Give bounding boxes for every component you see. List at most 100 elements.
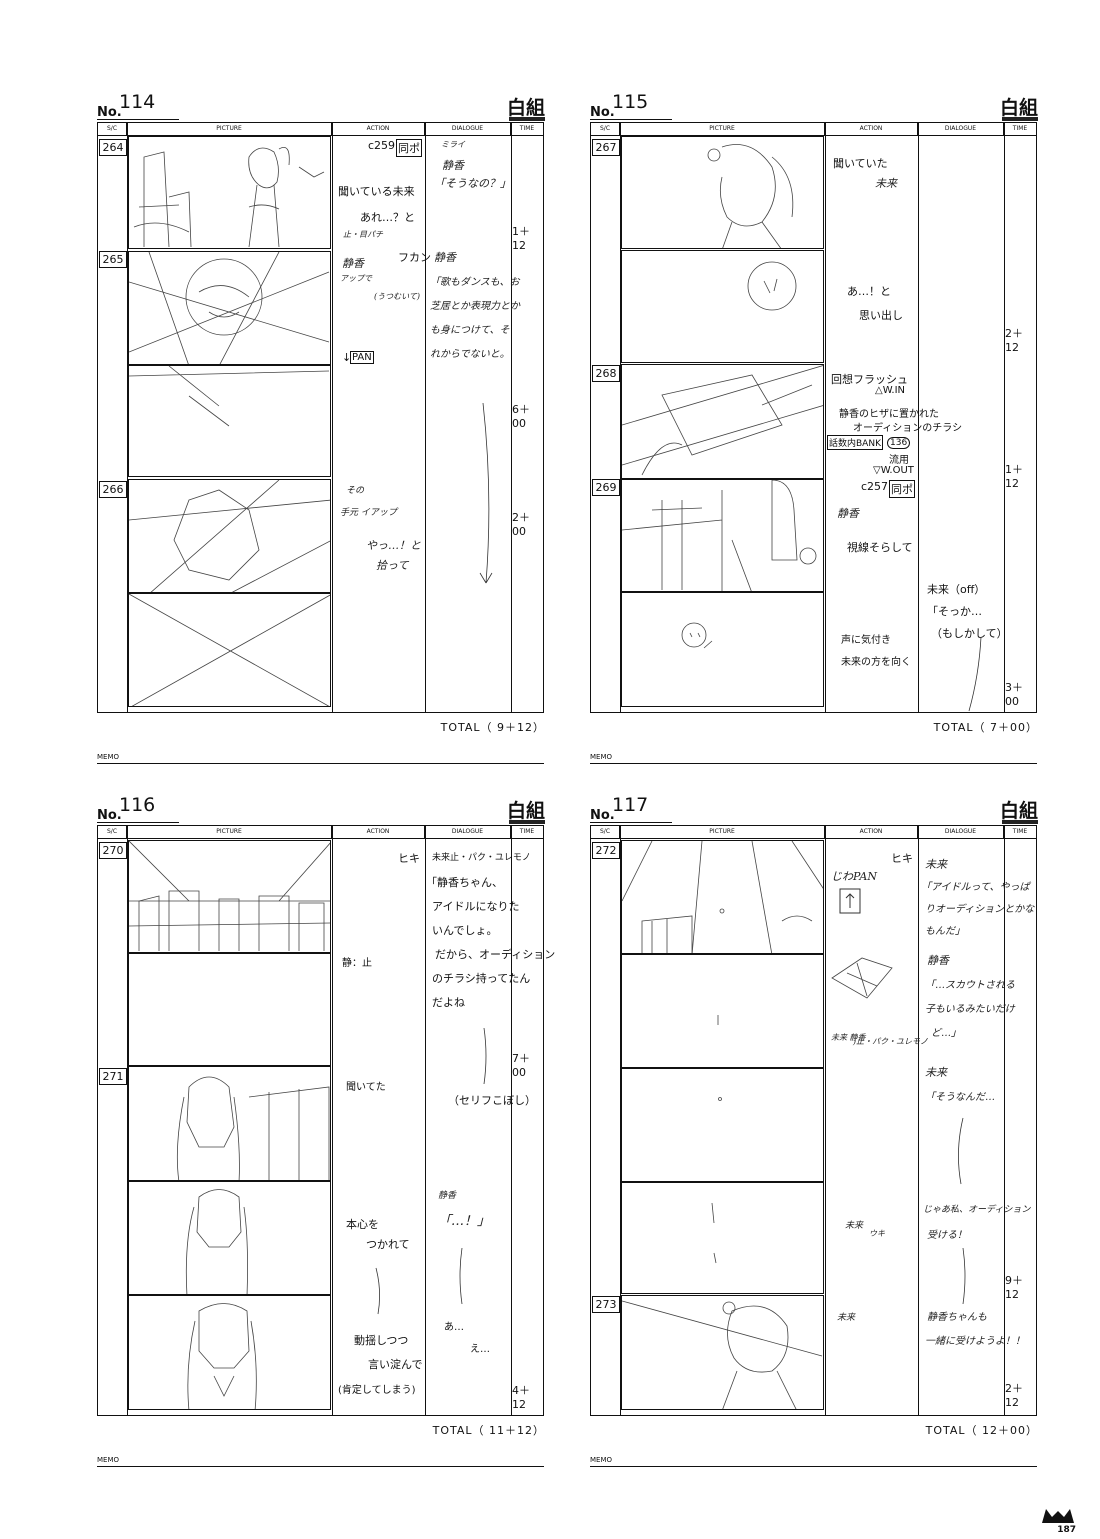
picture-frame [128, 1295, 331, 1410]
divider [620, 826, 621, 1415]
action-text: 動揺しつつ [354, 1334, 409, 1347]
continuation-mark [479, 402, 493, 584]
cut-time: 9＋12 [1005, 1274, 1023, 1301]
picture-frame [128, 251, 331, 365]
logo-bar [509, 117, 545, 121]
picture-frame [128, 953, 331, 1066]
dialogue-line: 子もいるみたいだけ [925, 1004, 1015, 1015]
col-action: ACTION [332, 123, 425, 135]
cut-time: 1＋12 [1005, 463, 1023, 490]
pan-direction-icon [839, 888, 861, 914]
sheet-total: TOTAL（ 9＋12） [440, 721, 545, 734]
col-time: TIME [519, 125, 535, 132]
dialogue-line: 芝居とか表現力とか [430, 301, 520, 312]
storyboard-sheet-115: No. 115 白組 S/C PICTURE ACTION DIALOGUE T… [590, 91, 1042, 795]
action-text: c259 [368, 139, 396, 152]
continuation-mark [958, 1117, 964, 1185]
dialogue-line: 「…！」 [438, 1214, 491, 1229]
dialogue-note: ミライ [441, 140, 465, 149]
dialogue-line: れからでないと。 [430, 349, 510, 360]
storyboard-sheet-114: No. 114 白組 S/C PICTURE ACTION DIALOGUE T… [97, 91, 549, 795]
cut-number: 265 [99, 251, 127, 268]
cut-time: 6＋00 [512, 403, 530, 430]
cut-number: 268 [592, 365, 620, 382]
picture-frame [128, 1181, 331, 1295]
dialogue-line: 受ける！ [927, 1230, 967, 1241]
action-tag: 話数内BANK [827, 435, 883, 450]
cut-number: 266 [99, 481, 127, 498]
action-note: 手元 イアップ [340, 508, 397, 518]
sketch-hand [129, 480, 330, 592]
action-text: 未来の方を向く [841, 657, 911, 668]
storyboard-sheet-116: No. 116 白組 S/C PICTURE ACTION DIALOGUE T… [97, 794, 555, 1498]
dialogue-line: もんだ」 [925, 926, 965, 937]
sketch-street-high [622, 841, 823, 953]
storyboard-table: S/C PICTURE ACTION DIALOGUE TIME 272 273 [590, 825, 1037, 1416]
memo-label: MEMO [590, 753, 613, 761]
action-note: じわPAN [831, 870, 877, 883]
action-note: 拾って [376, 559, 409, 572]
picture-frame [621, 479, 824, 592]
dialogue-speaker: 未来（off） [927, 583, 986, 596]
col-dialogue: DIALOGUE [425, 826, 511, 838]
speaker-circle: 静香 [837, 507, 859, 520]
action-text: 流用 [889, 455, 909, 466]
divider [1004, 826, 1005, 1415]
number-underline [97, 119, 179, 120]
dialogue-line: 「静香ちゃん、 [426, 876, 503, 889]
publisher-logo-icon [1042, 1509, 1074, 1523]
speaker-circle: 静香 [342, 257, 364, 270]
action-text: △W.IN [875, 385, 906, 396]
action-note: (うつむいて) [374, 292, 421, 301]
action-text: (肯定してしまう) [338, 1385, 416, 1396]
no-label: No. [590, 808, 615, 823]
action-text: ↓ [342, 351, 352, 364]
sketch-shizuka-hesitating [187, 1303, 257, 1409]
sketch-two-figures [622, 480, 817, 591]
dialogue-note: （セリフこぼし） [448, 1094, 536, 1107]
sheet-number: 115 [612, 91, 649, 113]
col-time: TIME [519, 828, 535, 835]
action-text: 聞いていた [833, 157, 888, 170]
picture-frame [621, 136, 824, 249]
sheet-number: 117 [612, 794, 649, 816]
col-picture: PICTURE [127, 123, 332, 135]
cut-time: 2＋12 [1005, 1382, 1023, 1409]
speaker-circle: 静香 [927, 954, 949, 967]
page-number: 187 [1057, 1525, 1076, 1535]
action-text: 静：止 [342, 958, 372, 969]
col-dialogue: DIALOGUE [425, 123, 511, 135]
col-sc: S/C [98, 826, 127, 838]
col-sc: S/C [591, 123, 620, 135]
storyboard-table: S/C PICTURE ACTION DIALOGUE TIME 270 271 [97, 825, 555, 1416]
no-label: No. [97, 808, 122, 823]
sheet-header: No. 116 白組 [97, 794, 549, 826]
action-text: ヒキ [398, 852, 420, 865]
sheet-header: No. 115 白組 [590, 91, 1042, 123]
col-dialogue: DIALOGUE [918, 826, 1004, 838]
header-rule [98, 838, 543, 839]
studio-logo: 白組 [999, 97, 1038, 119]
picture-frame [128, 1066, 331, 1181]
cut-number: 273 [592, 1296, 620, 1313]
cut-time: 4＋12 [512, 1384, 530, 1411]
action-note: 未来 [845, 1221, 864, 1231]
continuation-mark [483, 1027, 487, 1085]
action-text: 声に気付き [841, 635, 891, 646]
sketch-small-head [681, 622, 713, 649]
sheet-total: TOTAL（ 11＋12） [432, 1424, 545, 1437]
sketch-tiny-figure [718, 1097, 722, 1101]
dialogue-line: あ… [444, 1322, 464, 1333]
dialogue-line: のチラシ持ってたん [432, 972, 531, 985]
picture-frame [621, 364, 824, 479]
memo-line [97, 1466, 544, 1467]
dialogue-line: 「そっか… [927, 605, 982, 618]
divider [425, 123, 426, 712]
number-underline [97, 822, 179, 823]
dialogue-line: いんでしょ。 [432, 924, 498, 937]
divider [825, 826, 826, 1415]
col-time: TIME [1012, 828, 1028, 835]
col-action: ACTION [825, 123, 918, 135]
sketch-shizuka-surprised [185, 1189, 248, 1294]
dialogue-line: 静香ちゃんも [927, 1312, 987, 1323]
